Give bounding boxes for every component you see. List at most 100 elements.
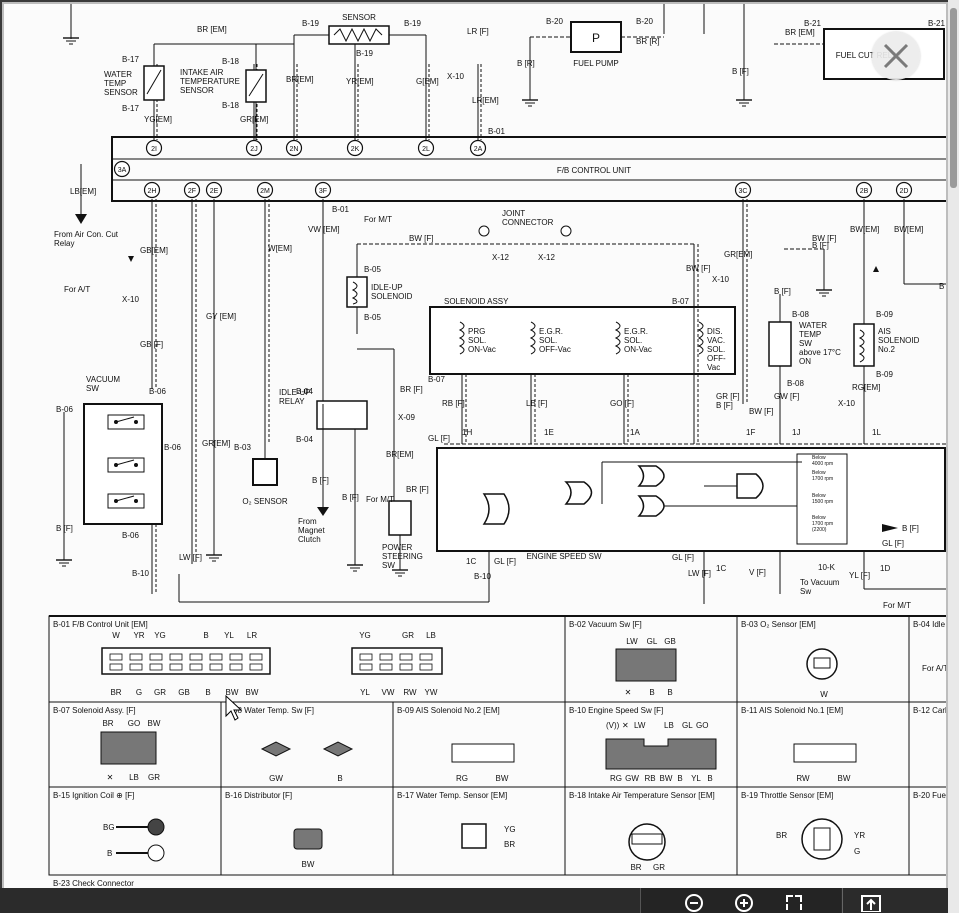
vacuum-sw-label: VACUUM [86,375,120,384]
connector-cell-title: B-23 Check Connector [53,879,134,888]
zoom-out-button[interactable] [681,890,707,912]
rpm-label: Below [812,455,826,461]
diagram-label: GL [F] [672,553,694,562]
diagram-label: X-09 [398,413,415,422]
connector-cell-title: B-01 F/B Control Unit [EM] [53,620,148,629]
pin-label: GR [402,631,414,640]
engine-speed-sw-label: ENGINE SPEED SW [526,552,602,561]
diagram-label: GL [F] [882,539,904,548]
connector-cell [48,786,222,876]
pin-label: GR [653,863,665,872]
solenoid-label: SOL. [539,336,557,345]
connector-cell-title: B-16 Distributor [F] [225,791,292,800]
pin-label: B [649,688,654,697]
diagram-label: BR[EM] [386,450,414,459]
pin-label: ✕ [107,773,114,782]
diagram-label: X-10 [838,399,855,408]
diagram-label: BW [F] [812,234,836,243]
pin-label: BG [103,823,115,832]
for-at-label: For A/T [64,285,90,294]
pin-label: 2B [860,188,869,195]
pin-slot [813,827,831,851]
diagram-label: B [F] [902,524,919,533]
diagram-label: GR [F] [716,392,740,401]
pin-slot [379,653,393,661]
fit-screen-button[interactable] [781,890,807,912]
logic-gate [564,481,593,505]
diagram-label: GL [F] [428,434,450,443]
connector-pin [346,139,364,157]
pin-label: G [854,847,860,856]
water-temp-switch [768,321,792,367]
pin-label: 1F [746,428,755,437]
save-button[interactable] [858,890,884,912]
fuel-cut-relay-label: FUEL CUT RELAY [836,51,903,60]
from-magnet-clutch-label: Magnet [298,526,325,535]
pin-slot [129,653,143,661]
diagram-label: B-19 [302,19,319,28]
solenoid-label: ON-Vac [624,345,652,354]
diagram-label: BR [EM] [197,25,227,34]
diagram-label: X-12 [492,253,509,262]
pin-slot [169,653,183,661]
diagram-label: G[EM] [416,77,439,86]
rpm-label: Below [812,493,826,499]
diagram-label: LB[EM] [70,187,96,196]
arrow-icon [873,266,879,272]
pin-label: GW [269,774,283,783]
pin-label: ✕ [622,721,629,730]
diagram-label: GR[EM] [202,439,230,448]
coil-icon [351,281,358,305]
pin-label: G [136,688,142,697]
water-temp-sw-label: SW [799,339,812,348]
diagram-label: B [F] [774,287,791,296]
pin-label: BW [496,774,509,783]
connector-pin [560,225,572,237]
diagram-label: BR[EM] [286,75,314,84]
o2-sensor-label: O₂ SENSOR [242,497,288,506]
vacuum-sw-label: SW [86,384,99,393]
zoom-in-button[interactable] [731,890,757,912]
arrow-icon [128,256,134,262]
water-temp-sensor [143,65,165,101]
close-button[interactable] [872,32,920,80]
rpm-label: 4000 rpm [812,461,833,467]
diagram-label: B-09 [876,370,893,379]
pin-slot [189,653,203,661]
pin-label: GR [148,773,160,782]
pin-slot [209,663,223,671]
rpm-label: Below [812,470,826,476]
dot [134,499,138,503]
diagram-label: B-09 [876,310,893,319]
connector-pin [145,139,163,157]
pin-label: 2J [250,146,257,153]
pin-slot [229,653,243,661]
diagram-label: LR[EM] [472,96,499,105]
pin-label: 2I [151,146,157,153]
pin-label: For A/T [922,664,948,673]
fuel-pump-letter: P [592,31,600,45]
pin-label: GB [178,688,190,697]
joint-connector-label: JOINT [502,209,525,218]
connector-pin [205,181,223,199]
toolbar-separator [842,888,843,913]
rpm-block [796,453,848,545]
diagram-label: B-06 [56,405,73,414]
vertical-scrollbar[interactable] [948,0,959,913]
solenoid-label: SOL. [468,336,486,345]
diagram-label: B-05 [364,313,381,322]
solenoid-assy [429,306,736,375]
pin-label: RW [403,688,417,697]
connector-cell-title: B-04 Idle [913,620,946,629]
solenoid-label: VAC. [707,336,725,345]
scrollbar-thumb[interactable] [950,8,957,188]
idle-up-solenoid-label: IDLE-UP [371,283,403,292]
solenoid-label: SOL. [624,336,642,345]
diagram-label: B-21 [928,19,945,28]
water-temp-sensor-label: TEMP [104,79,126,88]
pin-label: GO [696,721,708,730]
pin-slot [631,833,663,845]
connector-cell [908,786,946,876]
